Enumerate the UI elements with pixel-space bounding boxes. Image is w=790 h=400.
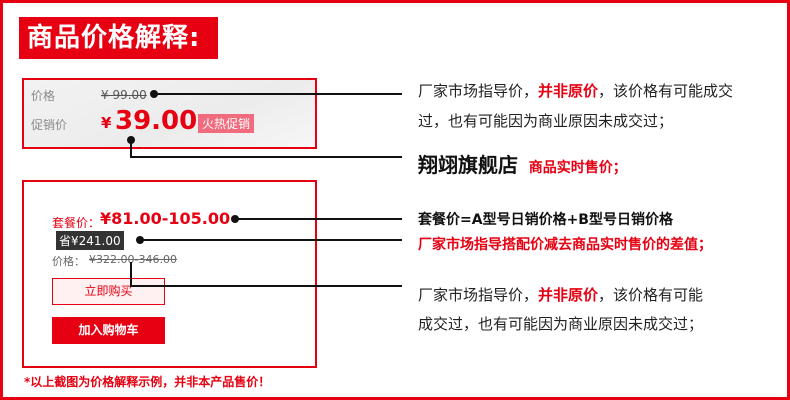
connector-line-original-range bbox=[130, 285, 402, 287]
connector-vline-promo-price bbox=[130, 140, 132, 157]
explanation-text: 厂家市场指导价， bbox=[418, 82, 539, 100]
package-original-label: 价格： bbox=[52, 255, 85, 268]
page-title: 商品价格解释: bbox=[19, 17, 218, 59]
buy-now-button[interactable]: 立即购买 bbox=[52, 278, 165, 305]
promo-price: 39.00 bbox=[115, 106, 198, 136]
emphasis-text: 并非原价 bbox=[538, 82, 599, 100]
save-explanation: 厂家市场指导搭配价减去商品实时售价的差值； bbox=[418, 237, 712, 253]
package-explanation: 套餐价=A型号日销价格+B型号日销价格 bbox=[418, 212, 673, 228]
explanation-text: ，该价格有可能 bbox=[598, 286, 704, 304]
connector-line-package-price bbox=[235, 218, 402, 220]
save-badge: 省¥241.00 bbox=[56, 231, 124, 250]
add-to-cart-button[interactable]: 加入购物车 bbox=[52, 317, 165, 344]
price-example-box bbox=[22, 78, 317, 149]
store-name: 翔翊旗舰店 bbox=[418, 153, 518, 177]
emphasis-text: 并非原价 bbox=[538, 286, 599, 304]
footer-disclaimer: *以上截图为价格解释示例，并非本产品售价！ bbox=[24, 375, 271, 389]
connector-line-save bbox=[140, 239, 402, 241]
connector-line-original-price bbox=[154, 93, 402, 95]
package-price-label: 套餐价： bbox=[52, 216, 101, 230]
explanation-text: ，该价格有可能成交 bbox=[598, 82, 734, 100]
promo-currency: ¥ bbox=[101, 114, 112, 132]
package-price: ¥81.00-105.00 bbox=[100, 209, 231, 228]
explanation-line-3: 厂家市场指导价，并非原价，该价格有可能 bbox=[418, 284, 703, 305]
original-price: ¥ 99.00 bbox=[101, 88, 147, 102]
connector-vline-original-range bbox=[130, 262, 132, 286]
package-original-price: ¥322.00-346.00 bbox=[89, 253, 177, 266]
store-explanation: 翔翊旗舰店 商品实时售价； bbox=[418, 149, 627, 178]
explanation-line-4: 成交过，也有可能因为商业原因未成交过； bbox=[418, 315, 704, 333]
explanation-text: 厂家市场指导价， bbox=[418, 286, 539, 304]
price-label: 价格 bbox=[31, 89, 56, 103]
promo-tag: 火热促销 bbox=[198, 114, 255, 133]
store-note: 商品实时售价； bbox=[528, 160, 627, 176]
promo-price-label: 促销价 bbox=[31, 118, 68, 132]
connector-line-promo-price bbox=[130, 156, 402, 158]
explanation-line-1: 厂家市场指导价，并非原价，该价格有可能成交 bbox=[418, 80, 733, 101]
explanation-line-2: 过，也有可能因为商业原因未成交过； bbox=[418, 112, 674, 130]
